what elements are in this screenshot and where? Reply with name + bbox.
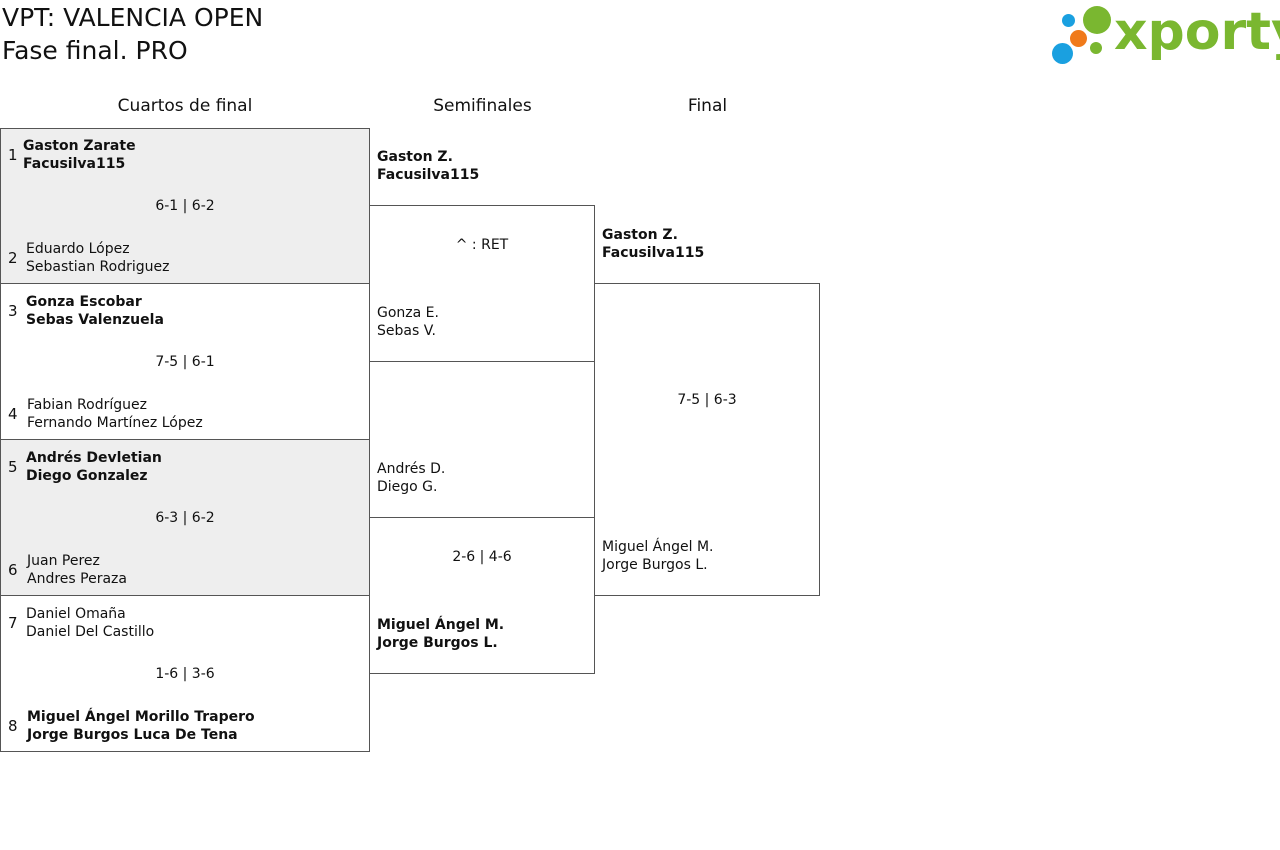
player-name: Gaston Z. (377, 149, 453, 165)
player-name: Sebastian Rodriguez (26, 259, 170, 275)
tournament-title: VPT: VALENCIA OPEN (2, 3, 264, 32)
column-header-final: Final (687, 96, 728, 116)
match-score: 6-1 | 6-2 (155, 198, 215, 214)
quarterfinal-match-3: 5 Andrés Devletian Diego Gonzalez 6-3 | … (0, 439, 370, 596)
player-name: Diego G. (377, 479, 438, 495)
player-name: Gonza E. (377, 305, 439, 321)
final-team-top: Gaston Z. Facusilva115 (602, 226, 704, 262)
seed-number: 6 (8, 561, 18, 579)
player-name: Andrés D. (377, 461, 446, 477)
logo-dot-blue-small (1062, 14, 1075, 27)
semifinal-2-team-bottom: Miguel Ángel M. Jorge Burgos L. (377, 616, 504, 652)
semifinal-match-1: ^ : RET Gonza E. Sebas V. (369, 205, 595, 362)
seed-number: 3 (8, 302, 18, 320)
player-name: Gonza Escobar (26, 294, 142, 310)
player-name: Miguel Ángel M. (602, 539, 714, 555)
match-score: 6-3 | 6-2 (155, 510, 215, 526)
player-name: Juan Perez (27, 553, 100, 569)
player-name: Facusilva115 (602, 245, 705, 261)
team-top: Daniel Omaña Daniel Del Castillo (26, 605, 154, 641)
quarterfinal-match-4: 7 Daniel Omaña Daniel Del Castillo 1-6 |… (0, 595, 370, 752)
player-name: Facusilva115 (23, 156, 126, 172)
column-header-quarters: Cuartos de final (117, 96, 253, 116)
xporty-logo: xporty (1050, 2, 1280, 68)
seed-number: 7 (8, 614, 18, 632)
match-score: 7-5 | 6-3 (677, 392, 737, 408)
player-name: Fabian Rodríguez (27, 397, 147, 413)
final-match: 7-5 | 6-3 Miguel Ángel M. Jorge Burgos L… (594, 283, 820, 596)
player-name: Eduardo López (26, 241, 130, 257)
team-top: Gonza Escobar Sebas Valenzuela (26, 293, 164, 329)
match-score: 7-5 | 6-1 (155, 354, 215, 370)
logo-dot-green-small (1090, 42, 1102, 54)
logo-dot-green (1083, 6, 1111, 34)
match-score: 2-6 | 4-6 (452, 549, 512, 565)
phase-subtitle: Fase final. PRO (2, 36, 188, 65)
player-name: Miguel Ángel Morillo Trapero (27, 709, 255, 725)
team-top: Gaston Zarate Facusilva115 (23, 137, 136, 173)
player-name: Jorge Burgos L. (377, 635, 498, 651)
player-name: Daniel Omaña (26, 606, 126, 622)
semifinal-1-team-bottom: Gonza E. Sebas V. (377, 304, 439, 340)
player-name: Fernando Martínez López (27, 415, 203, 431)
player-name: Jorge Burgos L. (602, 557, 708, 573)
seed-number: 8 (8, 717, 18, 735)
column-header-semis: Semifinales (433, 96, 532, 116)
logo-wordmark: xporty (1114, 2, 1280, 62)
player-name: Gaston Z. (602, 227, 678, 243)
seed-number: 5 (8, 458, 18, 476)
final-team-bottom: Miguel Ángel M. Jorge Burgos L. (602, 538, 714, 574)
player-name: Andres Peraza (27, 571, 127, 587)
team-bottom: Miguel Ángel Morillo Trapero Jorge Burgo… (27, 708, 255, 744)
player-name: Miguel Ángel M. (377, 617, 505, 633)
match-score: 1-6 | 3-6 (155, 666, 215, 682)
player-name: Andrés Devletian (26, 450, 162, 466)
semifinal-match-2: 2-6 | 4-6 Miguel Ángel M. Jorge Burgos L… (369, 517, 595, 674)
team-bottom: Eduardo López Sebastian Rodriguez (26, 240, 169, 276)
player-name: Daniel Del Castillo (26, 624, 155, 640)
player-name: Gaston Zarate (23, 138, 136, 154)
quarterfinal-match-2: 3 Gonza Escobar Sebas Valenzuela 7-5 | 6… (0, 283, 370, 440)
quarterfinal-match-1: 1 Gaston Zarate Facusilva115 6-1 | 6-2 2… (0, 128, 370, 284)
player-name: Sebas V. (377, 323, 436, 339)
player-name: Diego Gonzalez (26, 468, 148, 484)
match-score: ^ : RET (455, 237, 509, 253)
logo-dot-orange (1070, 30, 1087, 47)
logo-dot-blue (1052, 43, 1073, 64)
player-name: Sebas Valenzuela (26, 312, 164, 328)
semifinal-2-team-top: Andrés D. Diego G. (377, 460, 445, 496)
seed-number: 1 (8, 146, 18, 164)
player-name: Jorge Burgos Luca De Tena (27, 727, 238, 743)
team-bottom: Fabian Rodríguez Fernando Martínez López (27, 396, 203, 432)
seed-number: 2 (8, 249, 18, 267)
semifinal-1-team-top: Gaston Z. Facusilva115 (377, 148, 479, 184)
team-top: Andrés Devletian Diego Gonzalez (26, 449, 162, 485)
player-name: Facusilva115 (377, 167, 480, 183)
team-bottom: Juan Perez Andres Peraza (27, 552, 127, 588)
seed-number: 4 (8, 405, 18, 423)
